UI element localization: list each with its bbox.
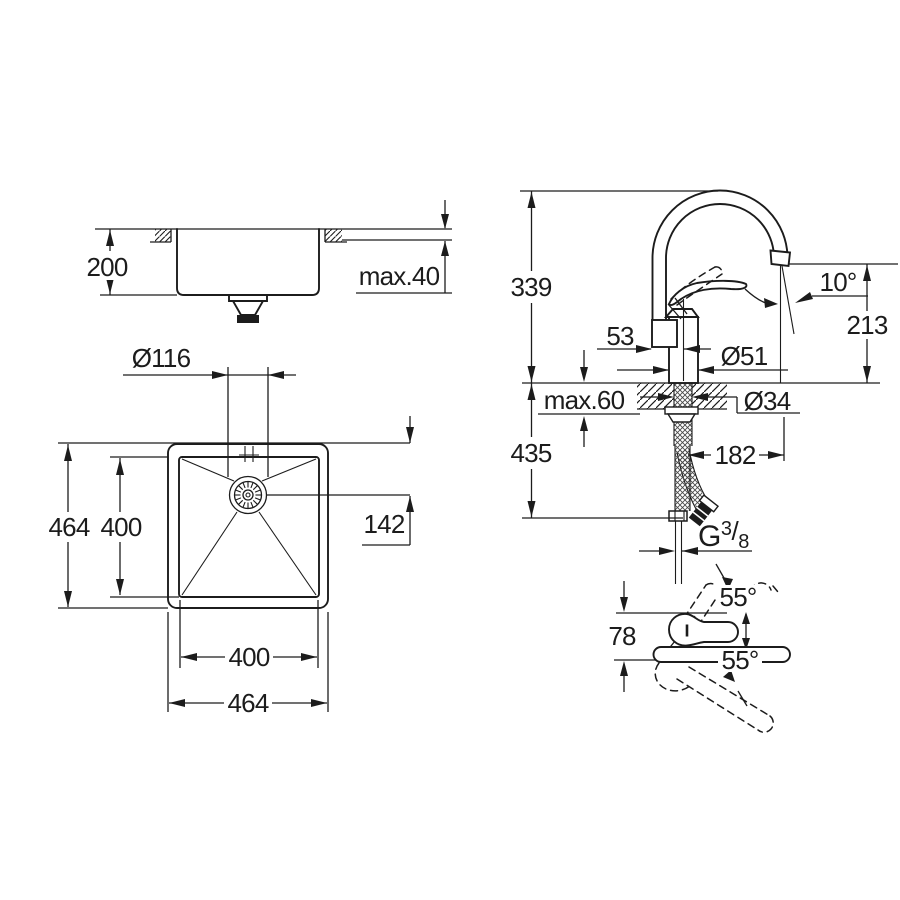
dim-inner-size-bottom: 400 <box>179 600 319 672</box>
swivel-reference-tick <box>742 612 750 650</box>
spout-swivel-down-dashed <box>654 662 774 733</box>
sink-basin-outline <box>176 228 320 296</box>
dim-label-142: 142 <box>364 509 405 539</box>
dim-label-213: 213 <box>847 310 888 340</box>
counter-hatch-left <box>150 229 172 243</box>
swivel-down-end-cap <box>757 715 774 733</box>
swivel-down-leader <box>723 670 748 707</box>
lever-handle <box>667 279 748 306</box>
dim-label-464-left: 464 <box>49 512 90 542</box>
dim-outlet-height: 213 <box>843 264 891 383</box>
cartridge-dome <box>663 308 700 318</box>
spout-inner-outline <box>665 203 775 322</box>
dim-label-max60: max.60 <box>544 385 625 415</box>
dim-label-max40: max.40 <box>359 261 440 291</box>
dim-label-464-bottom: 464 <box>228 688 269 718</box>
dim-body-diameter: Ø51 <box>617 341 788 374</box>
dim-bowl-depth: 200 <box>84 229 177 296</box>
dim-hose-drop: 435 <box>507 383 683 519</box>
swivel-up-leader <box>715 563 733 590</box>
drain-outlet <box>228 294 268 323</box>
dim-label-55-up: 55° <box>720 582 757 612</box>
dim-label-435: 435 <box>511 438 552 468</box>
dim-inner-size-left: 400 <box>101 458 143 595</box>
hose-end-fitting <box>688 494 719 527</box>
dim-outer-size-bottom: 464 <box>167 612 329 718</box>
stream-angle-line <box>781 265 795 335</box>
dim-label-400-bottom: 400 <box>229 642 270 672</box>
aerator <box>769 249 792 268</box>
dim-drain-diameter: Ø116 <box>123 343 296 477</box>
sink-top-view: Ø116 464 400 142 <box>49 343 414 718</box>
dim-label-o34: Ø34 <box>744 386 791 416</box>
dim-thread-size: G3/8 <box>639 516 752 555</box>
dim-label-182: 182 <box>715 440 756 470</box>
lever-raised-dashed <box>670 266 723 306</box>
dim-hole-diameter: Ø34 <box>640 386 800 416</box>
rear-connection-box <box>651 319 678 348</box>
dim-counter-thickness: max.40 <box>356 200 452 294</box>
faucet-side-view: 339 53 Ø51 10° <box>507 189 898 584</box>
faucet-top-view: 78 <box>608 563 791 733</box>
sink-outer-outline <box>167 443 329 609</box>
dim-spout-reach: 182 <box>688 417 785 470</box>
flexible-hose-straight <box>668 446 691 584</box>
dim-outer-size-left: 464 <box>49 444 91 607</box>
dim-label-400-left: 400 <box>101 512 142 542</box>
thread-size-label: G3/8 <box>698 516 749 553</box>
dim-total-height: 339 <box>507 191 555 383</box>
dim-label-339: 339 <box>511 272 552 302</box>
bowl-slope-lines <box>181 458 317 596</box>
dim-label-55-down: 55° <box>722 645 759 675</box>
dim-body-depth: 78 <box>608 581 637 692</box>
dim-label-200: 200 <box>87 252 128 282</box>
centerline-mark <box>239 446 259 462</box>
spout-outer-outline <box>651 189 789 322</box>
dim-drain-offset: 142 <box>362 416 414 546</box>
sink-inner-outline <box>178 456 320 598</box>
dim-deck-thickness: max.60 <box>538 350 640 447</box>
dim-label-o116: Ø116 <box>132 343 191 373</box>
mounting-nut <box>664 406 699 423</box>
dim-spout-angle: 10° <box>744 267 868 308</box>
drain-strainer <box>228 475 268 515</box>
lever-plan-outline <box>668 613 739 647</box>
dim-label-78: 78 <box>608 621 636 651</box>
dim-rear-clearance: 53 <box>597 321 711 353</box>
dim-label-o51: Ø51 <box>721 341 768 371</box>
dim-label-10deg: 10° <box>820 267 857 297</box>
counter-hatch-right <box>324 229 347 243</box>
dim-label-53: 53 <box>606 321 634 351</box>
sink-side-view: 200 max.40 <box>84 200 452 323</box>
